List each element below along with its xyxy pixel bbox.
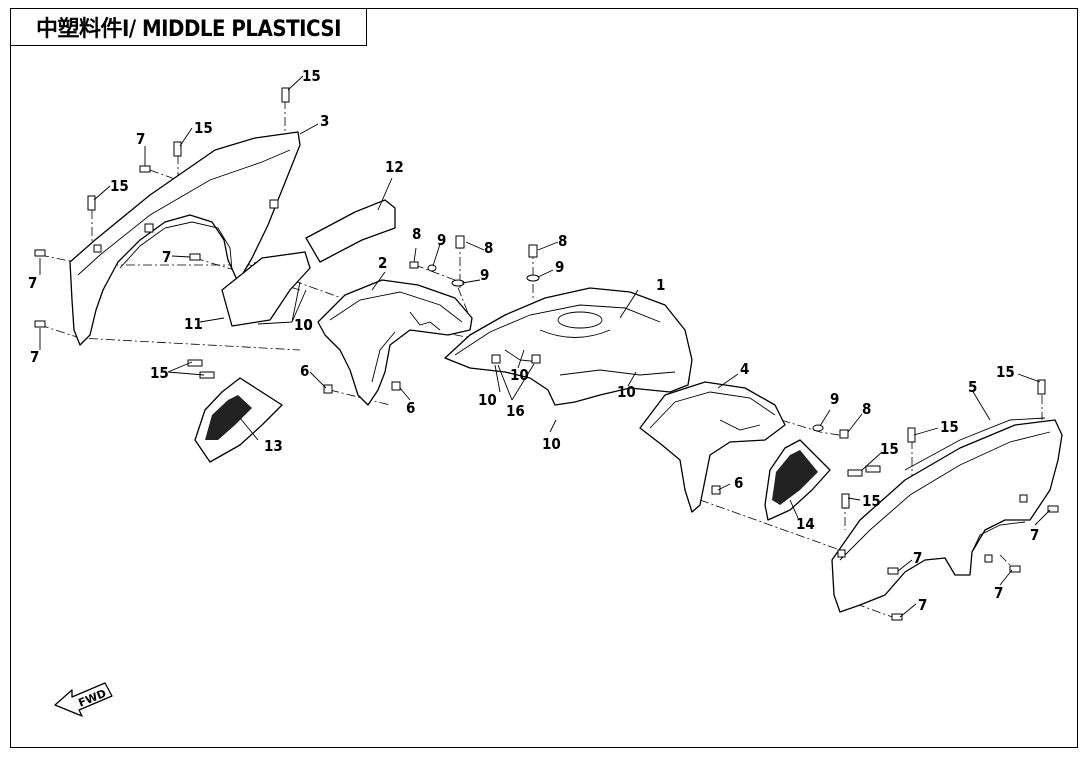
part-4-right-footwell (639, 381, 786, 513)
callout-part-7: 7 (162, 248, 171, 266)
callout-part-16: 16 (506, 402, 525, 420)
callout-part-8: 8 (484, 239, 493, 257)
callout-part-9: 9 (555, 258, 564, 276)
callout-part-10: 10 (294, 316, 313, 334)
callout-part-9: 9 (830, 390, 839, 408)
callout-part-4: 4 (740, 360, 749, 378)
callout-labels: 1 2 3 4 5 6 6 6 7 7 7 7 7 7 7 7 8 8 8 8 … (28, 67, 1039, 614)
callout-part-10: 10 (478, 391, 497, 409)
callout-part-10: 10 (542, 435, 561, 453)
callout-part-8: 8 (412, 225, 421, 243)
callout-part-15: 15 (880, 440, 899, 458)
callout-part-12: 12 (385, 158, 404, 176)
diagram-frame (10, 8, 1078, 748)
callout-part-7: 7 (30, 348, 39, 366)
callout-part-8: 8 (558, 232, 567, 250)
part-11-panel (221, 251, 311, 327)
callout-part-10: 10 (510, 366, 529, 384)
callout-part-3: 3 (320, 112, 329, 130)
callout-part-8: 8 (862, 400, 871, 418)
callout-part-7: 7 (1030, 526, 1039, 544)
callout-part-9: 9 (437, 231, 446, 249)
callout-part-5: 5 (968, 378, 977, 396)
callout-part-1: 1 (656, 276, 665, 294)
callout-part-15: 15 (862, 492, 881, 510)
callout-part-6: 6 (406, 399, 415, 417)
callout-part-14: 14 (796, 515, 815, 533)
callout-part-15: 15 (940, 418, 959, 436)
callout-part-7: 7 (28, 274, 37, 292)
callout-part-7: 7 (136, 130, 145, 148)
title-box: 中塑料件Ⅰ/ MIDDLE PLASTICSⅠ (10, 8, 367, 46)
part-14-right-grille (764, 439, 831, 521)
callout-part-15: 15 (302, 67, 321, 85)
fwd-arrow: FWD (54, 682, 113, 717)
part-5-right-side-panel (831, 417, 1063, 613)
callout-part-2: 2 (378, 254, 387, 272)
part-12-strip (305, 199, 396, 263)
callout-part-10: 10 (294, 316, 313, 334)
callout-part-6: 6 (300, 362, 309, 380)
diagram-title: 中塑料件Ⅰ/ MIDDLE PLASTICSⅠ (35, 17, 342, 42)
part-1-center-body (444, 287, 693, 406)
callout-part-7: 7 (918, 596, 927, 614)
callout-part-7: 7 (994, 584, 1003, 602)
callout-part-15: 15 (996, 363, 1015, 381)
callout-part-15: 15 (150, 364, 169, 382)
fwd-label: FWD (77, 687, 109, 710)
callout-part-15: 15 (194, 119, 213, 137)
part-2-left-footwell (317, 279, 473, 406)
callout-part-7: 7 (913, 549, 922, 567)
callout-part-13: 13 (264, 437, 283, 455)
callout-part-9: 9 (480, 266, 489, 284)
part-13-left-grille (194, 377, 283, 463)
part-3-left-side-panel (69, 131, 301, 346)
callout-part-6: 6 (734, 474, 743, 492)
callout-part-10: 10 (617, 383, 636, 401)
leader-lines (39, 75, 1051, 618)
callout-part-15: 15 (110, 177, 129, 195)
callout-part-11: 11 (184, 315, 203, 333)
